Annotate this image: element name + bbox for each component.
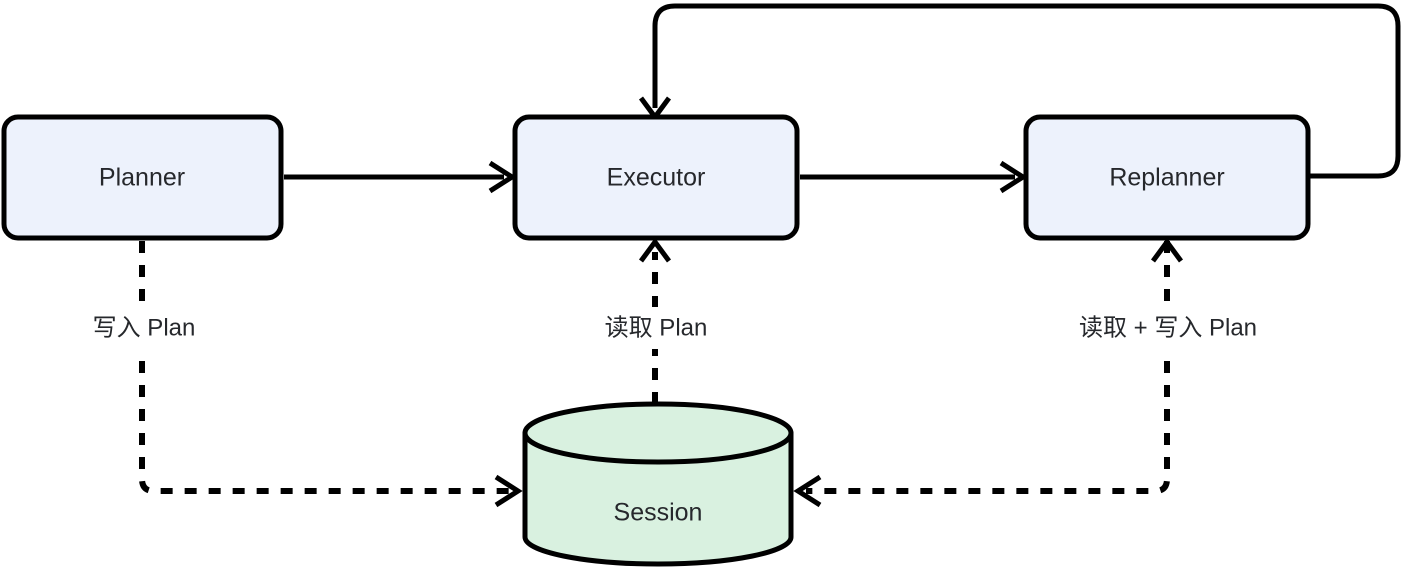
node-session-label: Session bbox=[614, 499, 703, 527]
node-session-body[interactable] bbox=[522, 430, 794, 567]
edge-session-replanner-arrowhead bbox=[793, 474, 822, 508]
edge-executor-to-replanner bbox=[800, 160, 1028, 194]
edge-session-replanner-down bbox=[793, 241, 1170, 508]
edge-replanner-arrowhead bbox=[1150, 237, 1184, 263]
edge-session-replanner-line bbox=[806, 241, 1170, 494]
node-planner[interactable]: Planner bbox=[1, 114, 284, 241]
edge-label-write-plan: 写入 Plan bbox=[66, 307, 222, 349]
edge-label-read-plan-text: 读取 Plan bbox=[605, 314, 708, 341]
edge-session-to-executor-arrowhead bbox=[638, 237, 672, 263]
node-replanner[interactable]: Replanner bbox=[1023, 114, 1311, 241]
node-planner-box[interactable] bbox=[1, 114, 284, 241]
node-executor-label: Executor bbox=[607, 164, 706, 192]
edge-replanner-read-write-arrow bbox=[1150, 237, 1184, 263]
node-session-top-ellipse bbox=[522, 401, 794, 465]
edge-planner-to-session-arrowhead bbox=[494, 474, 523, 508]
node-session[interactable]: Session bbox=[522, 401, 794, 567]
edge-label-read-write-plan-bg bbox=[1056, 307, 1280, 349]
edge-planner-to-session bbox=[139, 241, 523, 508]
node-replanner-box[interactable] bbox=[1023, 114, 1311, 241]
edge-label-read-write-plan-text: 读取 + 写入 Plan bbox=[1079, 314, 1257, 341]
edge-label-read-plan-bg bbox=[578, 307, 734, 349]
node-executor-box[interactable] bbox=[512, 114, 800, 241]
edge-replanner-to-executor-line bbox=[652, 3, 1401, 179]
edge-planner-to-executor-arrowhead bbox=[488, 160, 517, 194]
node-replanner-label: Replanner bbox=[1109, 164, 1224, 192]
edge-label-read-plan: 读取 Plan bbox=[578, 307, 734, 349]
edge-label-write-plan-bg bbox=[66, 307, 222, 349]
edge-label-read-write-plan: 读取 + 写入 Plan bbox=[1056, 307, 1280, 349]
node-executor[interactable]: Executor bbox=[512, 114, 800, 241]
edge-executor-to-replanner-arrowhead bbox=[999, 160, 1028, 194]
edge-planner-to-executor bbox=[284, 160, 517, 194]
node-planner-label: Planner bbox=[99, 164, 185, 192]
edge-planner-to-session-line bbox=[139, 241, 510, 494]
edge-label-write-plan-text: 写入 Plan bbox=[93, 314, 196, 341]
